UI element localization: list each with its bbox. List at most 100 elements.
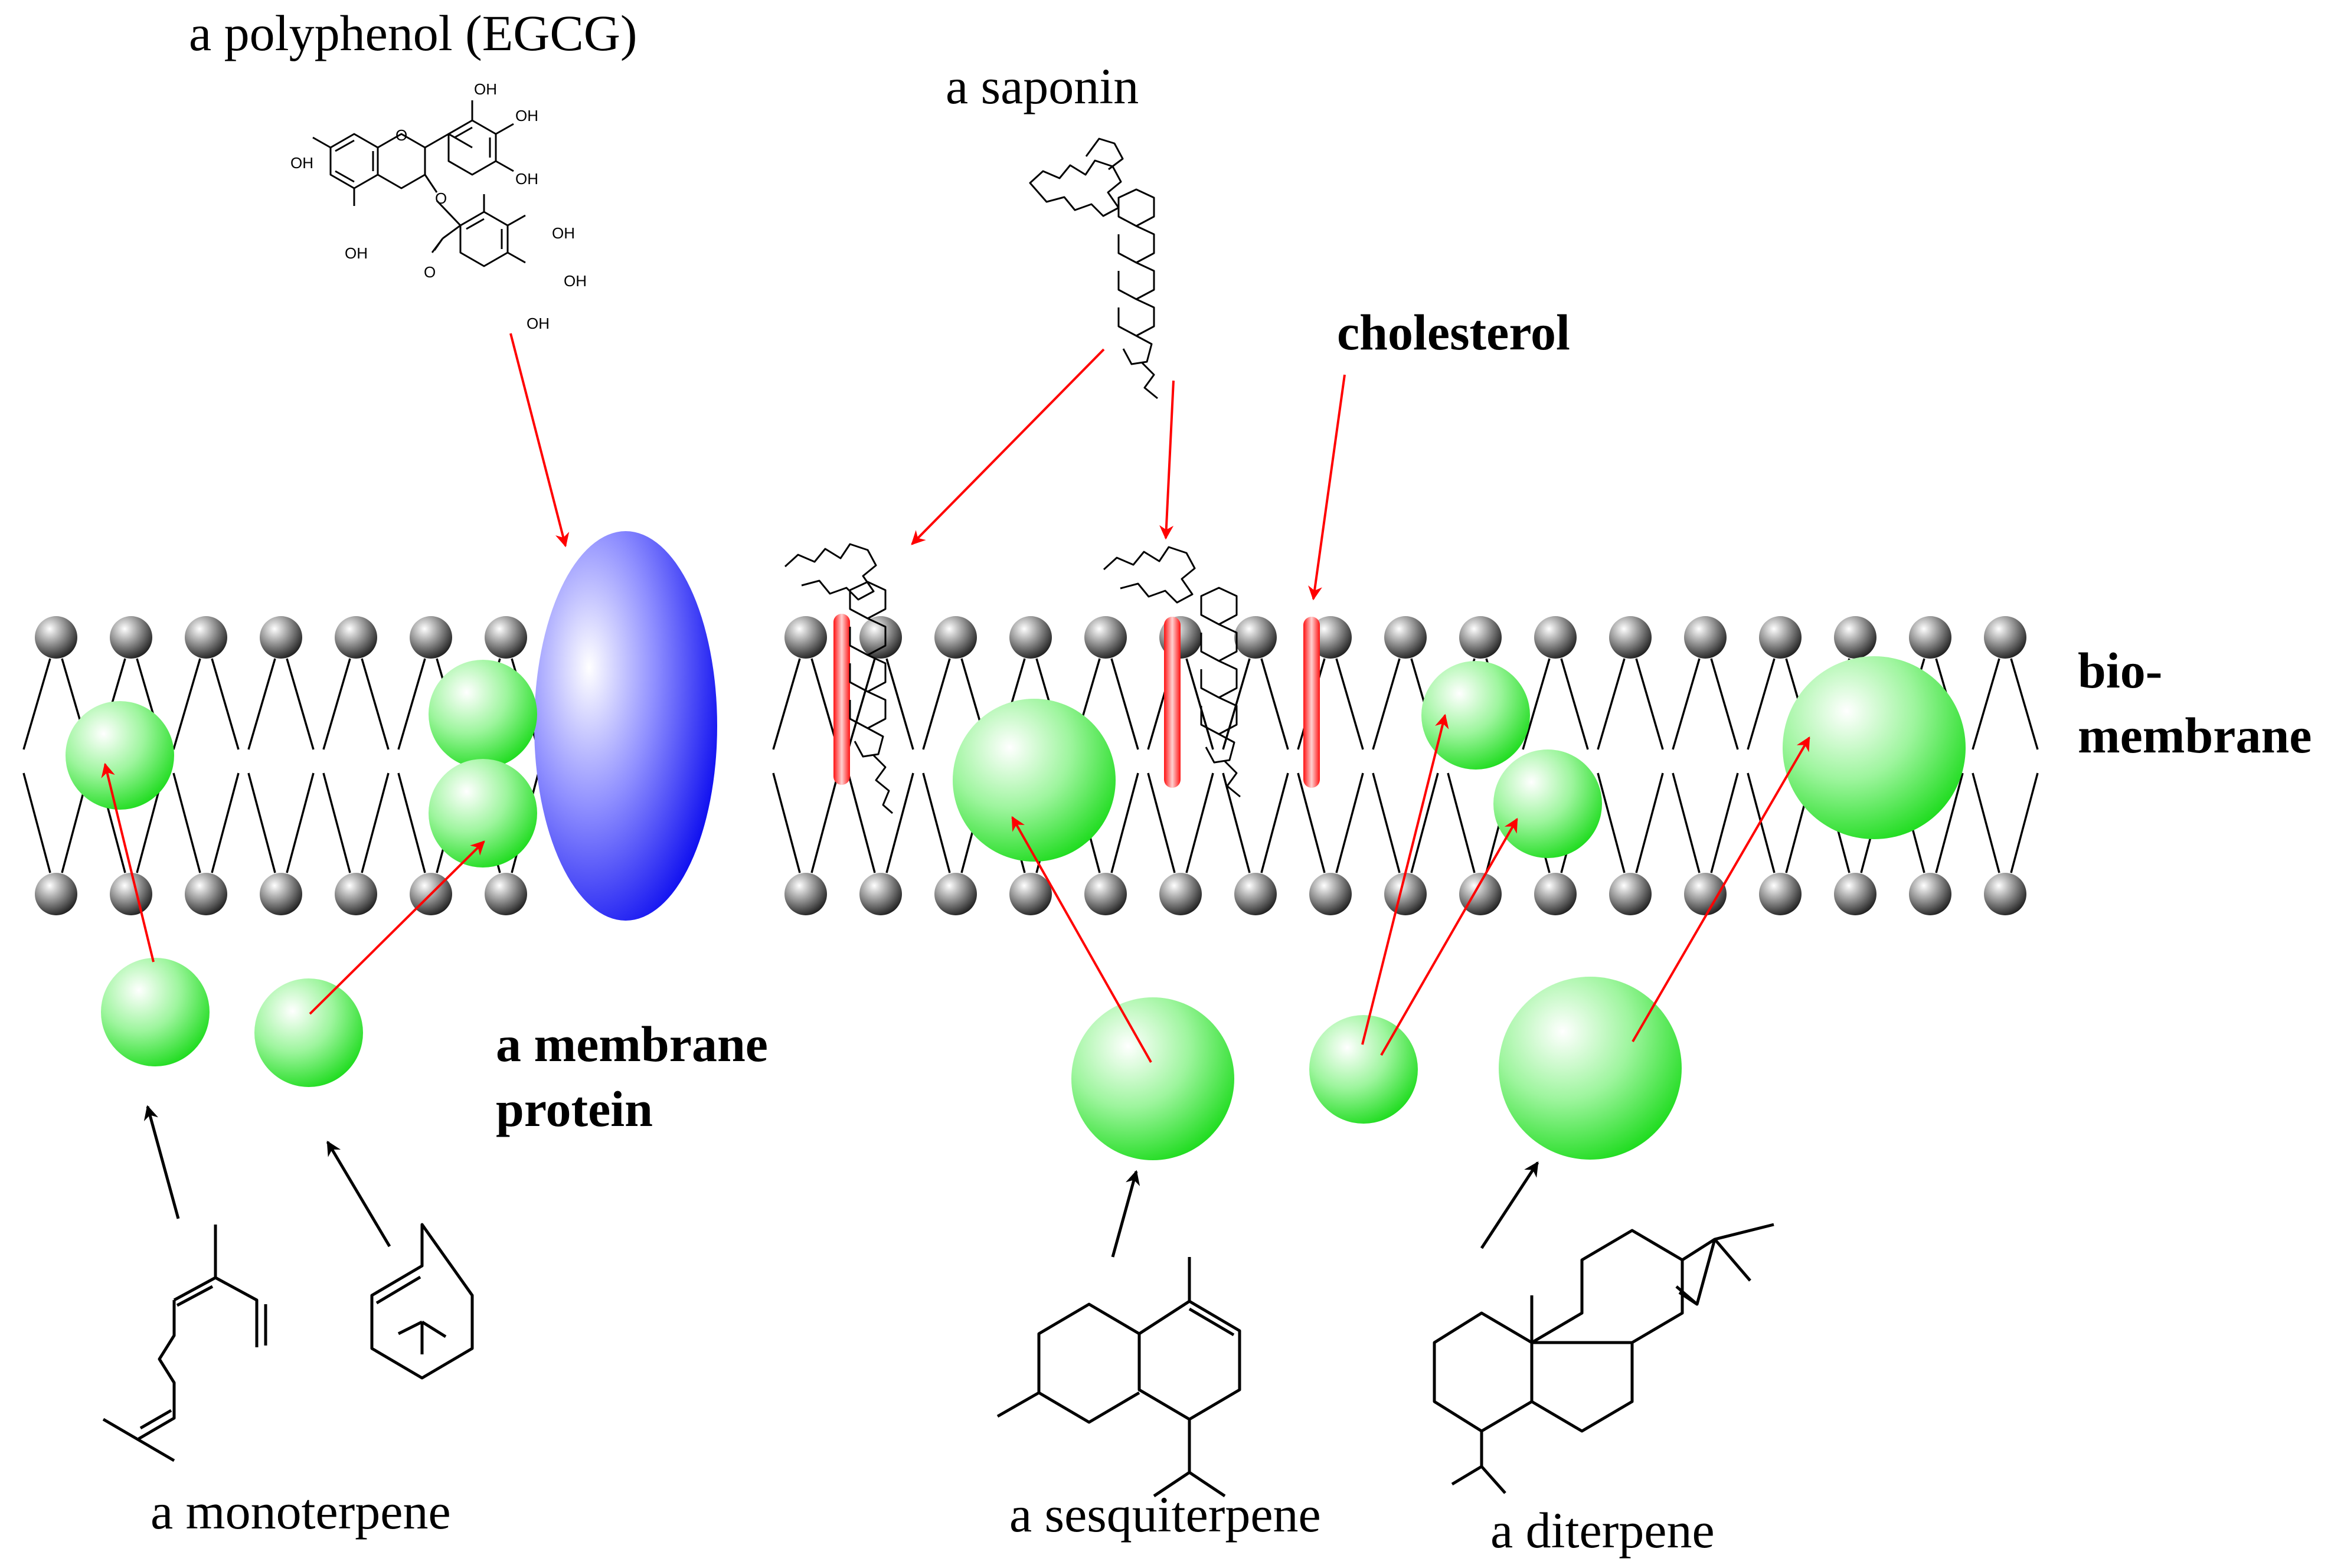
lipid-tail <box>1522 658 1589 750</box>
lipid-head <box>1984 616 2026 659</box>
lipid-tail <box>1597 658 1664 750</box>
oh-label: OH <box>290 154 313 172</box>
saponin-label: a saponin <box>946 58 1139 114</box>
diterpene-sphere-in-membrane <box>1783 656 1966 839</box>
lipid-head <box>784 616 827 659</box>
oh-label: OH <box>474 80 497 98</box>
lipid-head <box>1234 873 1277 915</box>
lipid-tail <box>247 772 315 873</box>
lipid-head <box>1909 616 1951 659</box>
lipid-head <box>35 873 77 915</box>
saponin-structure <box>1029 138 1158 400</box>
membrane-protein-label-line1: a membrane <box>496 1016 768 1072</box>
sesquiterpene-sphere-in-membrane <box>953 699 1116 862</box>
carbonyl-oxygen-label: O <box>424 263 436 281</box>
lipid-tail <box>172 772 240 873</box>
membrane-spheres <box>66 656 1966 868</box>
lipid-head <box>1084 873 1127 915</box>
sesquiterpene-label: a sesquiterpene <box>1009 1486 1321 1543</box>
lipid-bilayer <box>22 616 2039 915</box>
lipid-head <box>1759 873 1802 915</box>
cholesterol-label: cholesterol <box>1337 304 1570 361</box>
sesquiterpene-structure <box>996 1257 1241 1498</box>
lipid-tail <box>1972 772 2039 873</box>
lipid-head <box>1984 873 2026 915</box>
lipid-head <box>485 616 527 659</box>
biomembrane-label-line2: membrane <box>2078 707 2312 764</box>
lipid-tail <box>1147 772 1214 873</box>
lipid-head <box>1759 616 1802 659</box>
lipid-tail <box>847 772 914 873</box>
lipid-head <box>185 616 227 659</box>
lipid-head <box>859 873 902 915</box>
lipid-tail <box>1672 658 1739 750</box>
lipid-head <box>1384 616 1427 659</box>
diterpene-sphere <box>1499 977 1682 1160</box>
lipid-head <box>1834 873 1876 915</box>
oh-label: OH <box>515 107 538 125</box>
polyphenol-label: a polyphenol (EGCG) <box>189 5 637 61</box>
lipid-head <box>110 616 152 659</box>
lipid-tail <box>772 658 839 750</box>
lipid-head <box>1309 873 1352 915</box>
lipid-head <box>110 873 152 915</box>
cholesterol-rod <box>1164 617 1181 788</box>
lipid-head <box>934 616 977 659</box>
lipid-tail <box>247 658 315 750</box>
oh-label: OH <box>564 272 587 290</box>
lipid-head <box>784 873 827 915</box>
lipid-head <box>859 616 902 659</box>
myrcene-structure <box>102 1225 267 1462</box>
lipid-head <box>335 616 377 659</box>
monoterpene-sphere <box>254 978 363 1087</box>
lipid-head <box>335 873 377 915</box>
membrane-protein <box>534 531 717 921</box>
lipid-tail <box>322 772 390 873</box>
membrane-protein-label-line2: protein <box>496 1081 653 1137</box>
lipid-tail <box>1597 772 1664 873</box>
lipid-head <box>1459 873 1502 915</box>
red-arrows <box>101 333 1810 1063</box>
lipid-head <box>260 616 302 659</box>
sesquiterpene-sphere <box>1071 997 1234 1160</box>
biomembrane-label-line1: bio- <box>2078 642 2162 699</box>
lipid-head <box>260 873 302 915</box>
lipid-tail <box>1672 772 1739 873</box>
lipid-head <box>485 873 527 915</box>
diterpene-structure <box>1433 1223 1774 1494</box>
free-spheres <box>101 958 1682 1160</box>
lipid-head <box>1234 616 1277 659</box>
oh-label: OH <box>345 244 368 262</box>
lipid-tail <box>322 658 390 750</box>
ring-oxygen-label: O <box>395 126 407 144</box>
oh-label: OH <box>552 224 575 242</box>
lipid-head <box>410 616 452 659</box>
monoterpene-sphere <box>101 958 210 1066</box>
oh-label: OH <box>527 315 550 332</box>
cholesterol-rod <box>1303 617 1320 788</box>
lipid-head <box>1009 616 1052 659</box>
lipid-head <box>1609 873 1652 915</box>
black-arrows <box>143 1105 1539 1258</box>
monoterpene-label: a monoterpene <box>151 1483 451 1540</box>
lipid-head <box>1534 873 1577 915</box>
lipid-tail <box>172 658 240 750</box>
lipid-head <box>934 873 977 915</box>
lipid-tail <box>1972 658 2039 750</box>
monoterpene-sphere-in-membrane <box>66 701 174 810</box>
sesquiterpene-sphere-in-membrane <box>1493 749 1602 858</box>
lipid-head <box>1084 616 1127 659</box>
lipid-head <box>1834 616 1876 659</box>
sesquiterpene-sphere <box>1309 1015 1418 1124</box>
lipid-head <box>1684 616 1727 659</box>
lipid-head <box>35 616 77 659</box>
lipid-head <box>1459 616 1502 659</box>
oh-label: OH <box>515 170 538 188</box>
lipid-head <box>1009 873 1052 915</box>
saponin-in-membrane <box>784 543 1241 814</box>
lipid-head <box>1909 873 1951 915</box>
lipid-tail <box>1222 658 1289 750</box>
lipid-head <box>1609 616 1652 659</box>
alpha-pinene-structure <box>370 1223 474 1380</box>
